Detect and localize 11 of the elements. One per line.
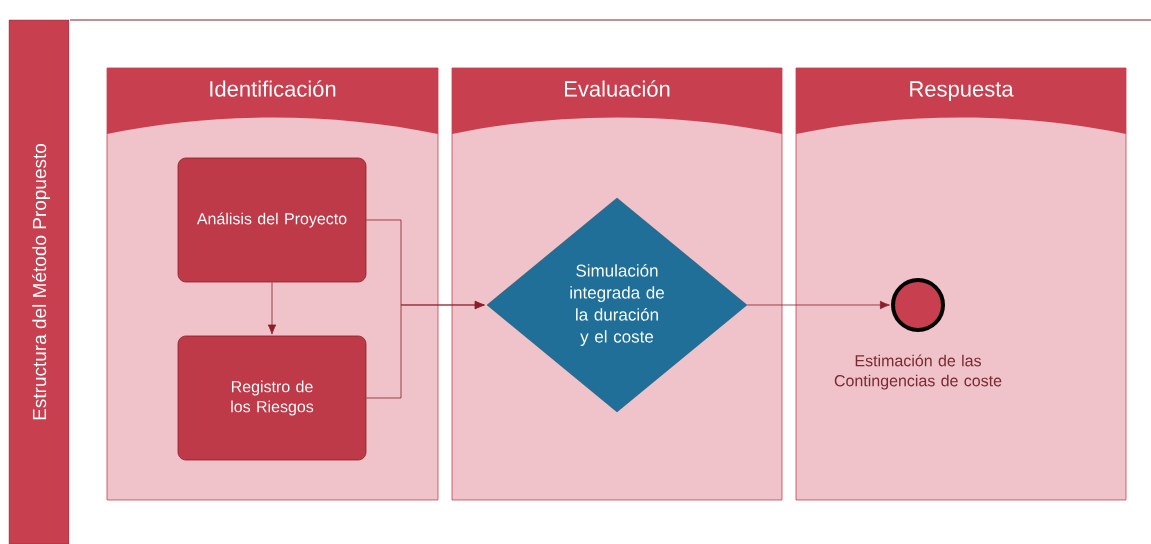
lane-title: Respuesta — [910, 81, 1014, 102]
node-caption: Estimación de las Contingencias de coste — [834, 354, 1002, 390]
arrow — [267, 282, 277, 335]
lane-title: Identificación — [210, 80, 336, 97]
process-box: Análisis del Proyecto — [177, 157, 367, 283]
swimlane — [795, 67, 1127, 501]
arrow — [366, 300, 485, 399]
pool-band: Estructura del Método Propuesto — [8, 19, 70, 544]
process-box: Registro de los Riesgos — [177, 335, 367, 461]
arrow — [746, 300, 890, 310]
lane-title: Evaluación — [565, 80, 670, 97]
